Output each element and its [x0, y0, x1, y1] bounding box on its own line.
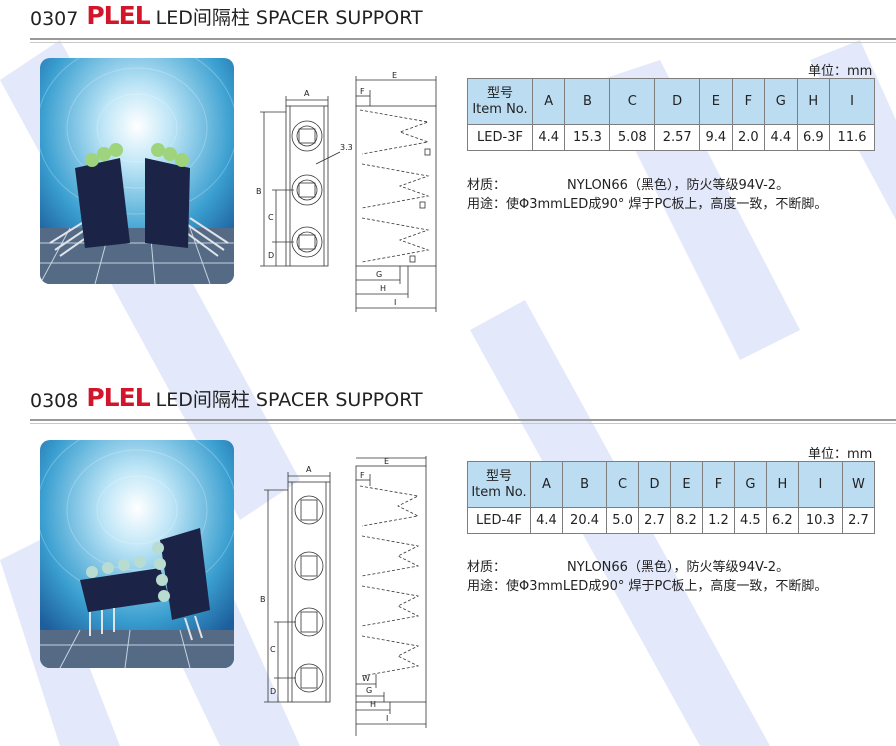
column-header: I	[829, 78, 875, 125]
table-row: LED-4F 4.4 20.4 5.0 2.7 8.2 1.2 4.5 6.2 …	[467, 507, 876, 534]
column-header: B	[561, 461, 608, 508]
value-cell: 9.4	[699, 124, 733, 151]
value-cell: 6.2	[765, 507, 799, 534]
dim-label-b: B	[260, 595, 266, 604]
dim-label-i: I	[394, 298, 396, 307]
unit-label: 单位：mm	[808, 64, 873, 79]
value-cell: 2.7	[841, 507, 876, 534]
dim-label-w: W	[362, 674, 370, 683]
heading-divider	[30, 38, 896, 40]
column-header: D	[638, 461, 671, 508]
column-header: E	[670, 461, 703, 508]
column-header: W	[841, 461, 876, 508]
value-cell: 2.7	[638, 507, 671, 534]
material-note: 材质：NYLON66（黑色），防火等级94V-2。	[467, 178, 790, 193]
dim-label-g: G	[366, 686, 372, 695]
dim-label-h: H	[370, 700, 376, 709]
usage-note: 用途：使Φ3mmLED成90° 焊于PC板上，高度一致，不断脚。	[467, 197, 828, 212]
value-cell: 15.3	[564, 124, 611, 151]
table-row: LED-3F 4.4 15.3 5.08 2.57 9.4 2.0 4.4 6.…	[467, 124, 875, 151]
dim-label-d: D	[270, 687, 276, 696]
column-header: F	[701, 461, 735, 508]
column-header: G	[764, 78, 798, 125]
value-cell: 20.4	[561, 507, 608, 534]
dim-label-e: E	[384, 457, 389, 466]
dim-label-c: C	[270, 645, 276, 654]
dim-label-b: B	[256, 187, 262, 196]
dim-label-a: A	[304, 89, 310, 98]
heading-divider	[30, 419, 896, 421]
product-photo	[40, 58, 234, 284]
dim-label-h: H	[380, 284, 386, 293]
dim-label-c: C	[268, 213, 274, 222]
material-note: 材质：NYLON66（黑色），防火等级94V-2。	[467, 560, 790, 575]
value-cell: 4.4	[530, 507, 563, 534]
value-cell: 10.3	[797, 507, 843, 534]
product-code: 0307	[30, 8, 79, 30]
column-header: B	[564, 78, 611, 125]
brand-logo: PLEL	[86, 383, 150, 412]
value-cell: 4.5	[733, 507, 767, 534]
column-header: E	[699, 78, 733, 125]
value-cell: 4.4	[531, 124, 566, 151]
section-heading: 0307 PLEL LED间隔柱 SPACER SUPPORT	[30, 0, 423, 30]
dim-label-f: F	[360, 87, 365, 96]
usage-note: 用途：使Φ3mmLED成90° 焊于PC板上，高度一致，不断脚。	[467, 579, 828, 594]
dim-label-g: G	[376, 270, 382, 279]
value-cell: 8.2	[670, 507, 703, 534]
value-cell: 2.0	[731, 124, 766, 151]
heading-divider-thin	[30, 42, 896, 43]
dim-label-d: D	[268, 251, 274, 260]
dim-label-i: I	[386, 714, 388, 723]
column-header: G	[733, 461, 767, 508]
item-number-cell: LED-3F	[467, 124, 533, 151]
value-cell: 1.2	[701, 507, 735, 534]
heading-divider-thin	[30, 423, 896, 424]
technical-drawing: A B C D E F W G H I	[260, 456, 427, 736]
dim-label-e: E	[392, 72, 397, 80]
section-heading: 0308 PLEL LED间隔柱 SPACER SUPPORT	[30, 382, 423, 412]
product-title: LED间隔柱 SPACER SUPPORT	[155, 7, 423, 29]
dim-label-f: F	[360, 471, 365, 480]
column-header: D	[654, 78, 701, 125]
brand-logo: PLEL	[86, 1, 150, 30]
technical-drawing: A B C D 3.3 E F G H I	[256, 72, 437, 312]
dim-label-a: A	[306, 465, 312, 474]
value-cell: 11.6	[829, 124, 875, 151]
spec-table: 型号 Item No. A B C D E F G H I LED-3F 4.4…	[467, 78, 875, 151]
header-item: 型号 Item No.	[467, 78, 533, 125]
column-header: A	[530, 461, 563, 508]
value-cell: 5.08	[609, 124, 656, 151]
value-cell: 6.9	[796, 124, 831, 151]
product-code: 0308	[30, 390, 79, 412]
spec-table: 型号 Item No. A B C D E F G H I W LED-4F 4…	[467, 461, 876, 534]
column-header: C	[609, 78, 656, 125]
column-header: I	[797, 461, 843, 508]
unit-label: 单位：mm	[808, 447, 873, 462]
product-title: LED间隔柱 SPACER SUPPORT	[155, 389, 423, 411]
column-header: A	[531, 78, 566, 125]
product-photo	[40, 440, 234, 668]
value-cell: 5.0	[606, 507, 640, 534]
value-cell: 2.57	[654, 124, 701, 151]
column-header: H	[796, 78, 831, 125]
column-header: H	[765, 461, 799, 508]
dim-label-3-3: 3.3	[340, 143, 353, 152]
column-header: F	[731, 78, 766, 125]
item-number-cell: LED-4F	[467, 507, 531, 534]
value-cell: 4.4	[764, 124, 798, 151]
header-item: 型号 Item No.	[467, 461, 531, 508]
column-header: C	[606, 461, 640, 508]
